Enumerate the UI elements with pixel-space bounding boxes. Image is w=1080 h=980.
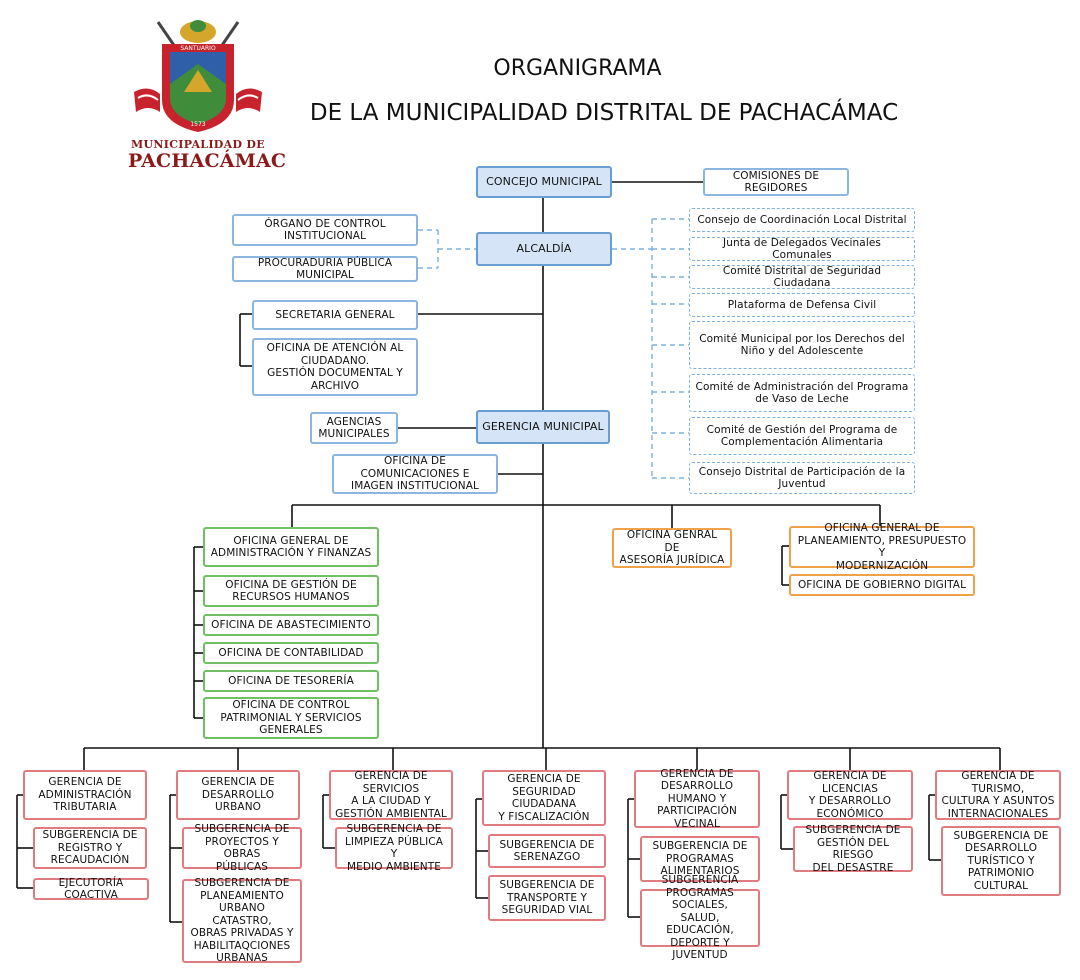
node-gobierno-digital: OFICINA DE GOBIERNO DIGITAL: [789, 574, 975, 596]
svg-text:SANTUARIO: SANTUARIO: [180, 45, 216, 52]
subgerencia-box: SUBGERENCIA DE LIMPIEZA PÚBLICA Y MEDIO …: [335, 823, 453, 873]
subgerencia-box: EJECUTORÍA COACTIVA: [33, 877, 149, 901]
node-alcaldia: ALCALDÍA: [476, 232, 612, 266]
node-agencias-municipales: AGENCIAS MUNICIPALES: [310, 412, 398, 444]
admin-unit: OFICINA DE CONTROL PATRIMONIAL Y SERVICI…: [203, 697, 379, 739]
subgerencia-box: SUBGERENCIA DE PLANEAMIENTO URBANO CATAS…: [182, 877, 302, 964]
committee-item: Consejo Distrital de Participación de la…: [689, 462, 915, 494]
node-administracion-finanzas: OFICINA GENERAL DE ADMINISTRACIÓN Y FINA…: [203, 527, 379, 567]
municipal-seal-logo: SANTUARIO 1573: [134, 20, 262, 132]
subgerencia-box: SUBGERENCIA DE DESARROLLO TURÍSTICO Y PA…: [941, 826, 1061, 896]
node-gerencia-administracion-tributaria: GERENCIA DE ADMINISTRACIÓN TRIBUTARIA: [23, 770, 147, 820]
subgerencia-box: SUBGERENCIA PROGRAMAS SOCIALES, SALUD, E…: [640, 874, 760, 961]
page-subtitle: DE LA MUNICIPALIDAD DISTRITAL DE PACHACÁ…: [309, 100, 899, 126]
page-title: ORGANIGRAMA: [493, 56, 662, 81]
committee-item: Comité de Gestión del Programa de Comple…: [689, 417, 915, 455]
node-gerencia-licencias: GERENCIA DE LICENCIAS Y DESARROLLO ECONÓ…: [787, 770, 913, 820]
node-gerencia-desarrollo-urbano: GERENCIA DE DESARROLLO URBANO: [176, 770, 300, 820]
node-comisiones-regidores: COMISIONES DE REGIDORES: [703, 168, 849, 196]
node-gerencia-desarrollo-humano: GERENCIA DE DESARROLLO HUMANO Y PARTICIP…: [634, 768, 760, 830]
admin-unit: OFICINA DE ABASTECIMIENTO: [203, 614, 379, 636]
subgerencia-box: SUBGERENCIA DE GESTIÓN DEL RIESGO DEL DE…: [793, 824, 913, 874]
logo-name-line1: MUNICIPALIDAD DE: [131, 138, 265, 151]
committee-item: Comité Distrital de Seguridad Ciudadana: [689, 265, 915, 289]
node-gerencia-municipal: GERENCIA MUNICIPAL: [476, 410, 610, 444]
logo-name-line2: PACHACÁMAC: [128, 150, 287, 172]
node-concejo-municipal: CONCEJO MUNICIPAL: [476, 166, 612, 198]
node-organo-control: ÓRGANO DE CONTROL INSTITUCIONAL: [232, 214, 418, 246]
subgerencia-box: SUBGERENCIA DE SERENAZGO: [488, 834, 606, 868]
admin-unit: OFICINA DE TESORERÍA: [203, 670, 379, 692]
committee-item: Plataforma de Defensa Civil: [689, 293, 915, 317]
subgerencia-box: SUBGERENCIA DE TRANSPORTE Y SEGURIDAD VI…: [488, 875, 606, 921]
subgerencia-box: SUBGERENCIA DE PROYECTOS Y OBRAS PÚBLICA…: [182, 823, 302, 873]
svg-text:1573: 1573: [190, 121, 205, 128]
node-gerencia-seguridad-ciudadana: GERENCIA DE SEGURIDAD CIUDADANA Y FISCAL…: [482, 770, 606, 826]
committee-item: Junta de Delegados Vecinales Comunales: [689, 237, 915, 261]
admin-unit: OFICINA DE GESTIÓN DE RECURSOS HUMANOS: [203, 575, 379, 607]
node-planeamiento-presupuesto: OFICINA GENERAL DE PLANEAMIENTO, PRESUPU…: [789, 522, 975, 572]
node-procuraduria: PROCURADURIA PÚBLICA MUNICIPAL: [232, 256, 418, 282]
node-secretaria-general: SECRETARIA GENERAL: [252, 300, 418, 330]
node-asesoria-juridica: OFICINA GENRAL DE ASESORÍA JURÍDICA: [612, 528, 732, 568]
committee-item: Comité Municipal por los Derechos del Ni…: [689, 321, 915, 369]
committee-item: Consejo de Coordinación Local Distrital: [689, 208, 915, 232]
node-atencion-ciudadano: OFICINA DE ATENCIÓN AL CIUDADANO. GESTIÓ…: [252, 338, 418, 396]
committee-item: Comité de Administración del Programa de…: [689, 374, 915, 412]
admin-unit: OFICINA DE CONTABILIDAD: [203, 642, 379, 664]
subgerencia-box: SUBGERENCIA DE PROGRAMAS ALIMENTARIOS: [640, 836, 760, 882]
subgerencia-box: SUBGERENCIA DE REGISTRO Y RECAUDACIÓN: [33, 827, 147, 869]
node-gerencia-turismo: GERENCIA DE TURISMO, CULTURA Y ASUNTOS I…: [935, 770, 1061, 820]
node-gerencia-servicios-ciudad: GERENCIA DE SERVICIOS A LA CIUDAD Y GEST…: [329, 770, 453, 820]
node-comunicaciones: OFICINA DE COMUNICACIONES E IMAGEN INSTI…: [332, 454, 498, 494]
